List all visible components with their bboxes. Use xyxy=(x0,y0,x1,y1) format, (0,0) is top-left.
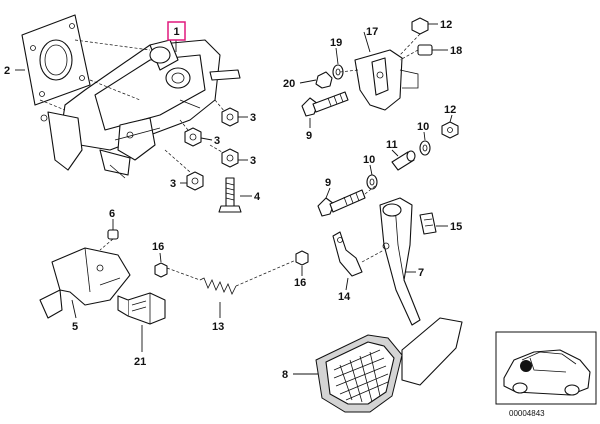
bushing-11 xyxy=(391,150,416,171)
brake-pedal-lever-7 xyxy=(379,197,463,386)
callout-10-b: 10 xyxy=(363,154,375,166)
bolt-9b xyxy=(317,189,366,217)
washer-10a xyxy=(419,140,431,156)
nut-20 xyxy=(315,71,333,89)
callout-9-b: 9 xyxy=(325,177,331,189)
callout-20: 20 xyxy=(283,78,295,90)
callout-17: 17 xyxy=(366,26,378,38)
callout-2: 2 xyxy=(4,65,10,77)
callout-4: 4 xyxy=(254,191,261,203)
nut-12b xyxy=(441,121,459,139)
bolt-9a xyxy=(301,91,349,117)
hex-nut-3a xyxy=(214,99,239,127)
callout-8: 8 xyxy=(282,369,288,381)
callout-7: 7 xyxy=(418,267,424,279)
screw-6 xyxy=(99,229,119,251)
callout-18: 18 xyxy=(450,45,462,57)
callout-5: 5 xyxy=(72,321,78,333)
bolt-4 xyxy=(218,177,242,213)
switch-link-14 xyxy=(332,231,385,277)
switch-bracket-5 xyxy=(39,247,131,319)
brake-light-switch-21 xyxy=(117,292,166,325)
nut-16a xyxy=(154,262,168,278)
pedal-pad-8 xyxy=(315,334,403,413)
callout-10-a: 10 xyxy=(417,121,429,133)
callout-16-b: 16 xyxy=(294,277,306,289)
callout-11: 11 xyxy=(386,139,398,151)
washer-10b xyxy=(366,174,378,190)
callout-21: 21 xyxy=(134,356,146,368)
callout-6: 6 xyxy=(109,208,115,220)
callout-19: 19 xyxy=(330,37,342,49)
vehicle-locator-inset xyxy=(495,331,597,405)
callout-13: 13 xyxy=(212,321,224,333)
callout-3-b: 3 xyxy=(214,135,220,147)
hex-nut-3d xyxy=(164,149,204,191)
callout-3-c: 3 xyxy=(250,155,256,167)
nut-12a xyxy=(411,17,429,35)
callout-14: 14 xyxy=(338,291,351,303)
nut-16b xyxy=(295,250,309,266)
location-marker xyxy=(520,360,532,372)
screw-18 xyxy=(399,44,433,61)
highlight-box-callout-1 xyxy=(167,21,186,41)
callout-3-d: 3 xyxy=(170,178,176,190)
return-spring-13 xyxy=(166,259,297,295)
callout-3-a: 3 xyxy=(250,112,256,124)
callout-12-b: 12 xyxy=(444,104,456,116)
callout-15: 15 xyxy=(450,221,462,233)
support-bracket-17 xyxy=(354,49,419,111)
hex-nut-3b xyxy=(179,119,202,147)
hex-nut-3c xyxy=(209,144,239,168)
callout-12-a: 12 xyxy=(440,19,452,31)
clip-15 xyxy=(419,212,437,235)
callout-16-a: 16 xyxy=(152,241,164,253)
callout-1: 1 xyxy=(173,26,179,38)
catalog-number: 00004843 xyxy=(509,409,545,418)
pedal-bracket xyxy=(40,39,241,179)
callout-9-a: 9 xyxy=(306,130,312,142)
gasket-plate xyxy=(21,14,91,106)
